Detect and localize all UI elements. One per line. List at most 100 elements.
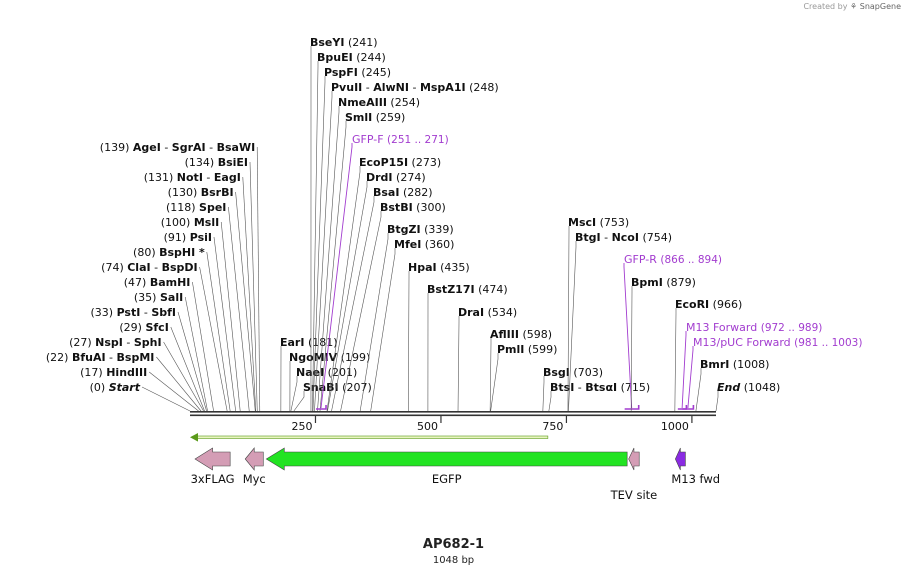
svg-text:(29) SfcI: (29) SfcI — [119, 321, 168, 334]
site-label-msci: MscI (753) — [568, 216, 629, 229]
svg-text:(0) Start: (0) Start — [90, 381, 141, 394]
site-label-psii: (91) PsiI — [164, 231, 212, 244]
plasmid-name: AP682-1 — [422, 537, 485, 552]
site-label-spei: (118) SpeI — [166, 201, 226, 214]
primer-binding-mark — [624, 405, 640, 410]
primer-leader — [320, 143, 353, 409]
site-label-bsphi: (80) BspHI * — [133, 246, 205, 259]
site-leader — [163, 341, 204, 412]
site-label-clai: (74) ClaI - BspDI — [101, 261, 197, 274]
svg-text:EcoRI (966): EcoRI (966) — [675, 298, 742, 311]
credit-prefix: Created by — [803, 2, 848, 11]
svg-text:BtgZI (339): BtgZI (339) — [387, 223, 454, 236]
svg-text:SmlI (259): SmlI (259) — [345, 111, 405, 124]
svg-text:PvuII - AlwNI - MspA1I (: PvuII - AlwNI - MspA1I (248) — [331, 81, 499, 94]
site-label-bsgi: BsgI (703) — [543, 366, 603, 379]
feature-m13fwd-label: M13 fwd — [671, 472, 720, 486]
primer-label-m13forward: M13 Forward (972 .. 989) — [686, 321, 822, 334]
site-label-end: End (1048) — [717, 381, 780, 394]
svg-text:(74) ClaI - BspDI: (74) ClaI - BspDI — [101, 261, 197, 274]
svg-text:BstBI (300): BstBI (300) — [380, 201, 446, 214]
svg-text:DraI (534): DraI (534) — [458, 306, 517, 319]
site-label-afliii: AflIII (598) — [490, 328, 552, 341]
svg-text:(22) BfuAI - BspMI: (22) BfuAI - BspMI — [46, 351, 155, 364]
site-label-agei: (139) AgeI - SgrAI - BsaWI — [100, 141, 255, 154]
feature-myc-label: Myc — [243, 472, 266, 486]
primer-leader — [687, 346, 694, 409]
site-leader — [290, 376, 298, 412]
site-label-bmri: BmrI (1008) — [700, 358, 769, 371]
primer-leader — [681, 331, 687, 409]
site-label-bsiei: (134) BsiEI — [185, 156, 248, 169]
site-leader — [228, 206, 250, 412]
site-label-mfei: MfeI (360) — [394, 238, 454, 251]
svg-text:(35) SalI: (35) SalI — [134, 291, 183, 304]
site-leader — [317, 106, 340, 412]
svg-text:DrdI (274): DrdI (274) — [366, 171, 426, 184]
site-leader — [548, 391, 552, 412]
credit-brand: SnapGene — [859, 2, 901, 11]
site-label-drdi: DrdI (274) — [366, 171, 426, 184]
site-label-sfci: (29) SfcI — [119, 321, 168, 334]
site-leader — [249, 161, 258, 412]
site-leader — [331, 196, 375, 412]
site-label-bsai: BsaI (282) — [373, 186, 433, 199]
svg-text:BtsI - BtsαI (715): BtsI - BtsαI (715) — [550, 381, 650, 394]
feature-tevsite: TEV site — [610, 447, 658, 502]
site-leader — [170, 326, 205, 412]
primer-binding-mark — [315, 405, 327, 410]
feature-m13fwd: M13 fwd — [671, 447, 720, 486]
feature-myc: Myc — [243, 447, 266, 486]
svg-text:(33) PstI - SbfI: (33) PstI - SbfI — [90, 306, 176, 319]
site-label-bsrbi: (130) BsrBI — [168, 186, 234, 199]
primer-label-gfpf: GFP-F (251 .. 271) — [352, 133, 449, 146]
svg-text:PspFI (245): PspFI (245) — [324, 66, 391, 79]
svg-text:End (1048): End (1048) — [717, 381, 780, 394]
site-label-bamhi: (47) BamHI — [124, 276, 191, 289]
site-leader — [567, 226, 570, 412]
snapgene-logo: ⚘ SnapGene — [850, 2, 901, 11]
site-leader — [177, 311, 207, 412]
site-label-bpuei: BpuEI (244) — [317, 51, 386, 64]
scale-tick-label-3: 1000 — [661, 420, 689, 433]
svg-text:BsaI (282): BsaI (282) — [373, 186, 433, 199]
site-leader — [326, 166, 361, 412]
site-leader — [293, 391, 305, 412]
svg-text:NaeI (201): NaeI (201) — [296, 366, 357, 379]
site-leader — [184, 296, 208, 412]
site-label-bpmi: BpmI (879) — [631, 276, 696, 289]
feature-egfp-label: EGFP — [432, 472, 462, 486]
primer-binding-mark — [682, 405, 695, 410]
svg-text:GFP-R (866 .. 894): GFP-R (866 .. 894) — [624, 253, 722, 266]
svg-text:(131) NotI - EagI: (131) NotI - EagI — [144, 171, 241, 184]
site-label-nmeaiii: NmeAIII (254) — [338, 96, 420, 109]
site-label-nspi: (27) NspI - SphI — [69, 336, 162, 349]
svg-text:BpmI (879): BpmI (879) — [631, 276, 696, 289]
site-leader — [314, 91, 333, 412]
plasmid-length: 1048 bp — [432, 555, 475, 566]
site-leader — [408, 271, 410, 412]
svg-text:(91) PsiI: (91) PsiI — [164, 231, 212, 244]
svg-text:M13 Forward (972 .. 989): M13 Forward (972 .. 989) — [686, 321, 822, 334]
site-label-btgi: BtgI - NcoI (754) — [575, 231, 672, 244]
site-leader — [213, 236, 236, 412]
site-label-msli: (100) MslI — [161, 216, 219, 229]
site-leader — [256, 146, 261, 412]
site-leader — [340, 211, 382, 412]
site-label-drai: DraI (534) — [458, 306, 517, 319]
site-label-ecop15i: EcoP15I (273) — [359, 156, 441, 169]
scale-tick-label-2: 750 — [542, 420, 563, 433]
site-leader — [359, 233, 389, 412]
site-label-sali: (35) SalI — [134, 291, 183, 304]
site-leader — [192, 281, 214, 412]
svg-text:BstZ17I (474): BstZ17I (474) — [427, 283, 508, 296]
svg-text:(80) BspHI *: (80) BspHI * — [133, 246, 205, 259]
feature-tevsite-label: TEV site — [610, 488, 658, 502]
svg-text:(118) SpeI: (118) SpeI — [166, 201, 226, 214]
site-label-bfuai: (22) BfuAI - BspMI — [46, 351, 155, 364]
site-label-noti: (131) NotI - EagI — [144, 171, 241, 184]
site-label-ecori: EcoRI (966) — [675, 298, 742, 311]
site-label-bstbi: BstBI (300) — [380, 201, 446, 214]
svg-text:HpaI (435): HpaI (435) — [408, 261, 470, 274]
primer-label-m13pucforward: M13/pUC Forward (981 .. 1003) — [693, 336, 862, 349]
